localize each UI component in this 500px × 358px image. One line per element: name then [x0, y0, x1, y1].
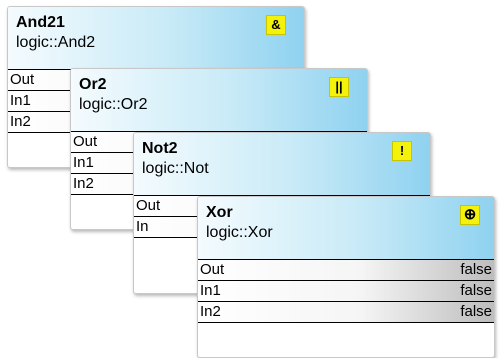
- port-label: In2: [10, 113, 31, 130]
- node-title: And21: [16, 14, 65, 31]
- port-label: In: [136, 218, 149, 235]
- node-header[interactable]: Not2 logic::Not !: [134, 133, 430, 196]
- port-label: In1: [10, 92, 31, 109]
- port-value: false: [460, 303, 492, 320]
- port-label: Out: [200, 261, 225, 278]
- port-value: false: [460, 261, 492, 278]
- node-header[interactable]: Or2 logic::Or2 ||: [71, 69, 367, 132]
- port-label: Out: [10, 71, 35, 88]
- port-label: In1: [200, 282, 221, 299]
- or-icon: ||: [329, 77, 349, 97]
- node-type: logic::And2: [16, 34, 96, 51]
- port-label: Out: [73, 133, 98, 150]
- node-title: Or2: [79, 76, 107, 93]
- node-type: logic::Xor: [206, 224, 273, 241]
- node-title: Not2: [142, 140, 178, 157]
- port-label: In1: [73, 154, 94, 171]
- and-icon: &: [266, 15, 286, 35]
- port-out[interactable]: Out false: [198, 259, 494, 281]
- port-label: In2: [200, 303, 221, 320]
- node-type: logic::Or2: [79, 96, 148, 113]
- not-icon: !: [392, 141, 412, 161]
- port-in1[interactable]: In1 false: [198, 281, 494, 302]
- node-xor[interactable]: Xor logic::Xor ⊕ Out false In1 false In2…: [197, 196, 495, 358]
- port-list: Out false In1 false In2 false: [198, 259, 494, 323]
- port-label: In2: [73, 175, 94, 192]
- xor-icon: ⊕: [460, 205, 480, 225]
- node-header[interactable]: And21 logic::And2 &: [8, 7, 304, 70]
- port-label: Out: [136, 197, 161, 214]
- port-in2[interactable]: In2 false: [198, 302, 494, 323]
- node-title: Xor: [206, 204, 233, 221]
- port-value: false: [460, 282, 492, 299]
- node-header[interactable]: Xor logic::Xor ⊕: [198, 197, 494, 260]
- node-type: logic::Not: [142, 160, 209, 177]
